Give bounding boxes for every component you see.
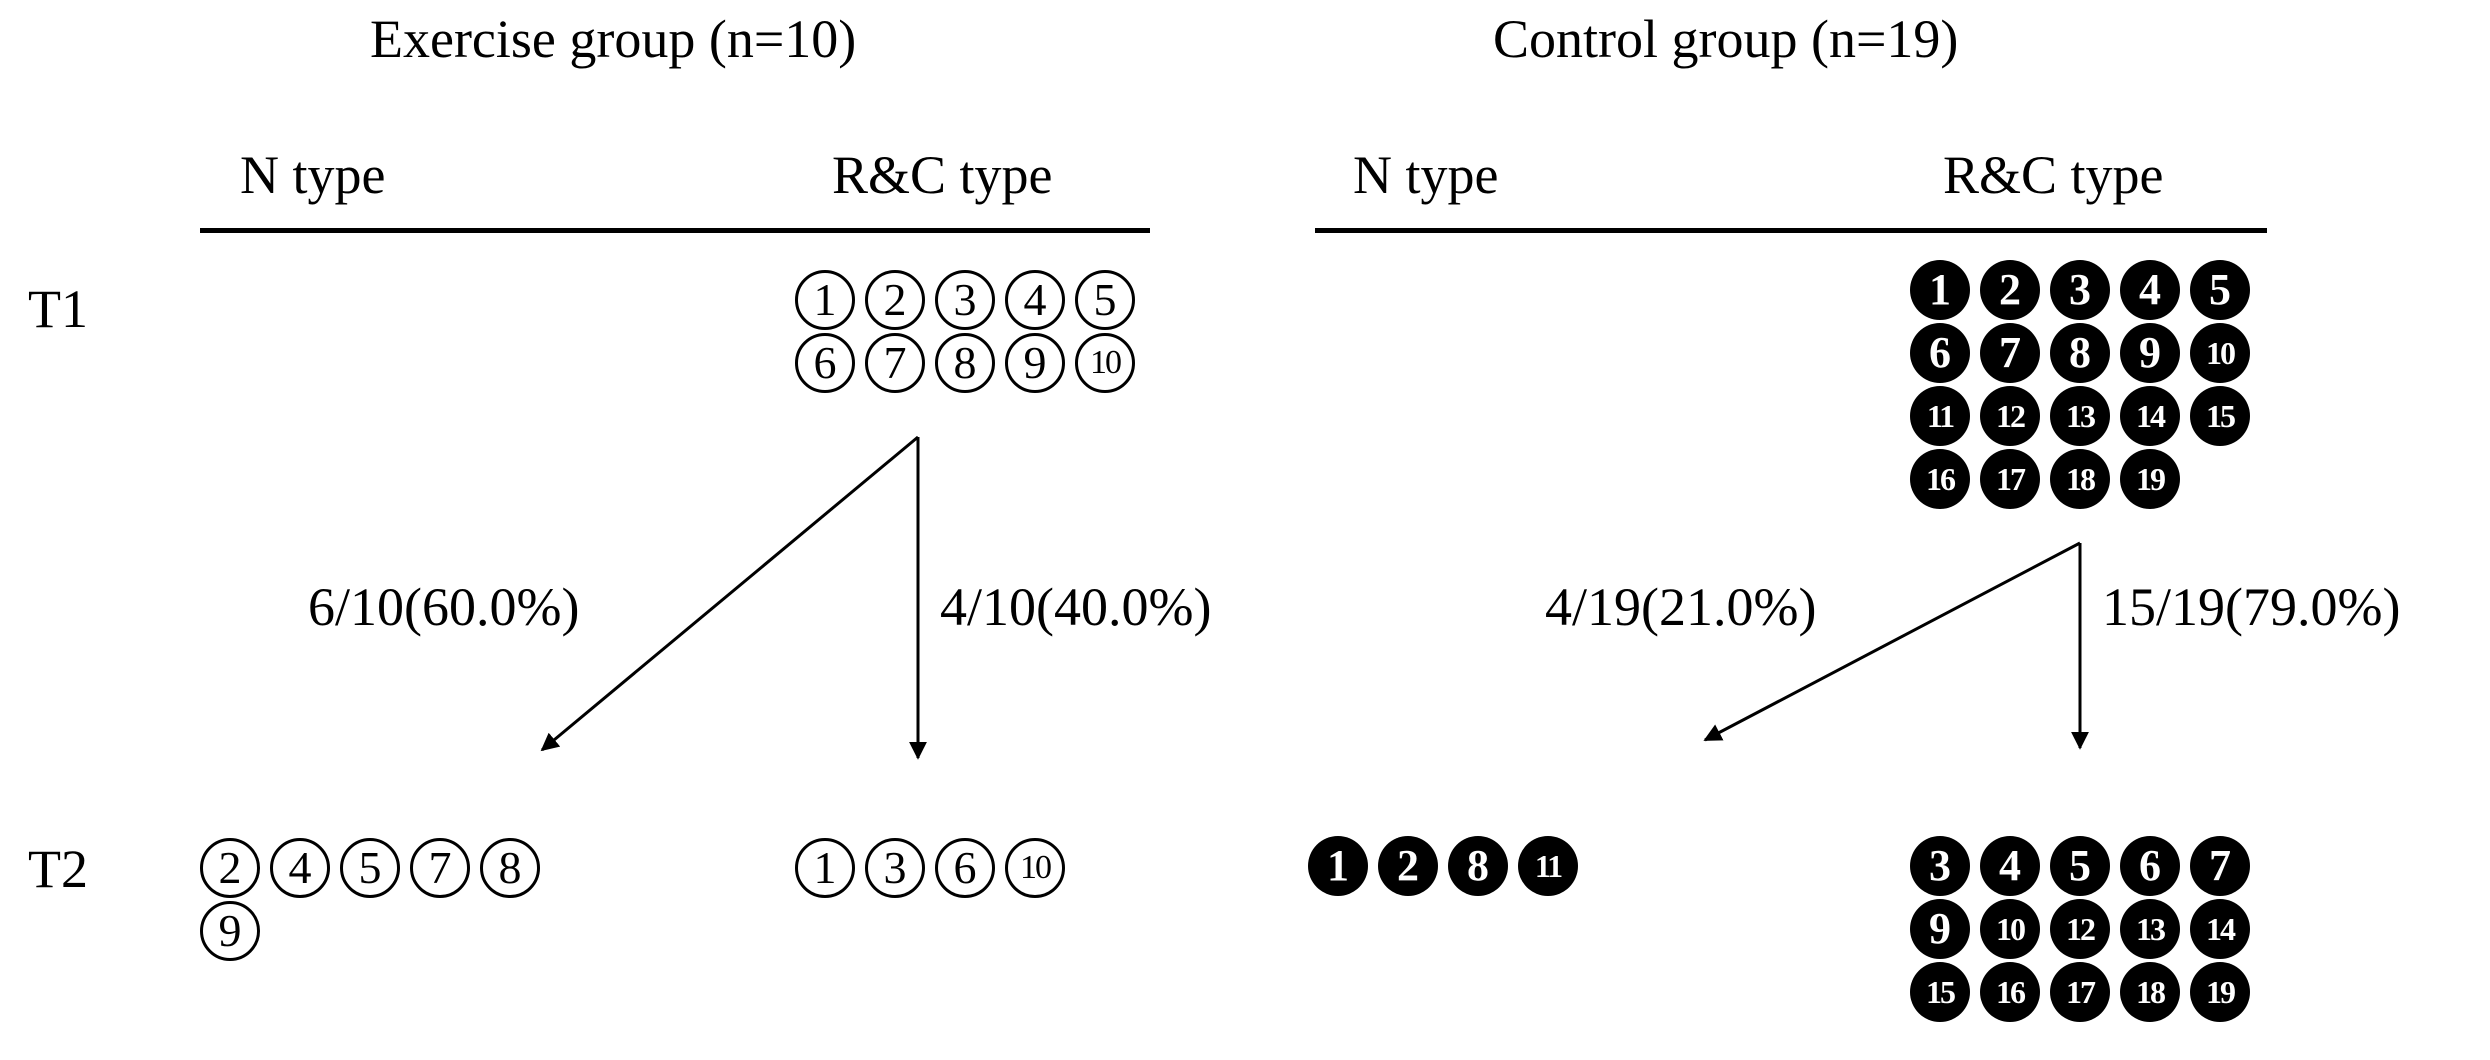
participant-marker: 7 — [410, 838, 470, 898]
exercise-header-rule — [200, 228, 1150, 233]
participant-marker: 11 — [1910, 386, 1970, 446]
participant-marker: 5 — [340, 838, 400, 898]
row-label-t2: T2 — [28, 839, 88, 899]
participant-marker: 1 — [795, 838, 855, 898]
participant-marker: 1 — [1910, 260, 1970, 320]
participant-marker: 17 — [1980, 449, 2040, 509]
participant-marker: 9 — [200, 901, 260, 961]
participant-marker: 7 — [2190, 836, 2250, 896]
participant-marker: 2 — [200, 838, 260, 898]
exercise-group-title: Exercise group (n=10) — [370, 9, 857, 69]
participant-marker: 15 — [2190, 386, 2250, 446]
control-rc-type-header: R&C type — [1943, 145, 2164, 205]
participant-marker: 16 — [1910, 449, 1970, 509]
participant-marker: 9 — [2120, 323, 2180, 383]
exercise-n-type-header: N type — [240, 145, 386, 205]
participant-marker: 6 — [2120, 836, 2180, 896]
participant-marker: 4 — [2120, 260, 2180, 320]
participant-marker: 13 — [2050, 386, 2110, 446]
participant-marker: 3 — [2050, 260, 2110, 320]
participant-marker: 10 — [1075, 333, 1135, 393]
participant-marker: 4 — [270, 838, 330, 898]
participant-marker: 9 — [1910, 899, 1970, 959]
exercise-arrow-to-rc-label: 4/10(40.0%) — [940, 577, 1212, 637]
control-header-rule — [1315, 228, 2267, 233]
control-arrow-to-rc-label: 15/19(79.0%) — [2102, 577, 2401, 637]
participant-marker: 6 — [1910, 323, 1970, 383]
participant-marker: 18 — [2050, 449, 2110, 509]
participant-marker: 13 — [2120, 899, 2180, 959]
participant-marker: 8 — [1448, 836, 1508, 896]
participant-marker: 1 — [1308, 836, 1368, 896]
participant-marker: 2 — [865, 270, 925, 330]
participant-marker: 14 — [2190, 899, 2250, 959]
participant-marker: 7 — [1980, 323, 2040, 383]
participant-marker: 4 — [1005, 270, 1065, 330]
exercise-rc-type-header: R&C type — [832, 145, 1053, 205]
participant-marker: 12 — [1980, 386, 2040, 446]
participant-marker: 2 — [1378, 836, 1438, 896]
participant-marker: 8 — [2050, 323, 2110, 383]
participant-marker: 8 — [480, 838, 540, 898]
participant-marker: 2 — [1980, 260, 2040, 320]
participant-marker: 18 — [2120, 962, 2180, 1022]
participant-marker: 17 — [2050, 962, 2110, 1022]
participant-marker: 5 — [2190, 260, 2250, 320]
participant-marker: 5 — [1075, 270, 1135, 330]
participant-marker: 1 — [795, 270, 855, 330]
participant-marker: 19 — [2120, 449, 2180, 509]
participant-marker: 6 — [935, 838, 995, 898]
control-arrow-to-n-label: 4/19(21.0%) — [1545, 577, 1817, 637]
control-arrow-to-n — [1703, 541, 2081, 742]
participant-marker: 3 — [1910, 836, 1970, 896]
participant-marker: 10 — [2190, 323, 2250, 383]
participant-marker: 10 — [1005, 838, 1065, 898]
participant-marker: 3 — [935, 270, 995, 330]
participant-marker: 14 — [2120, 386, 2180, 446]
participant-marker: 11 — [1518, 836, 1578, 896]
participant-marker: 8 — [935, 333, 995, 393]
control-group-title: Control group (n=19) — [1493, 9, 1959, 69]
participant-marker: 7 — [865, 333, 925, 393]
participant-marker: 3 — [865, 838, 925, 898]
control-n-type-header: N type — [1353, 145, 1499, 205]
participant-marker: 19 — [2190, 962, 2250, 1022]
exercise-arrow-to-n-label: 6/10(60.0%) — [308, 577, 580, 637]
participant-marker: 5 — [2050, 836, 2110, 896]
exercise-arrow-to-n — [540, 435, 919, 752]
participant-marker: 12 — [2050, 899, 2110, 959]
participant-marker: 10 — [1980, 899, 2040, 959]
participant-marker: 16 — [1980, 962, 2040, 1022]
row-label-t1: T1 — [28, 279, 88, 339]
participant-marker: 4 — [1980, 836, 2040, 896]
participant-marker: 9 — [1005, 333, 1065, 393]
participant-marker: 6 — [795, 333, 855, 393]
participant-marker: 15 — [1910, 962, 1970, 1022]
